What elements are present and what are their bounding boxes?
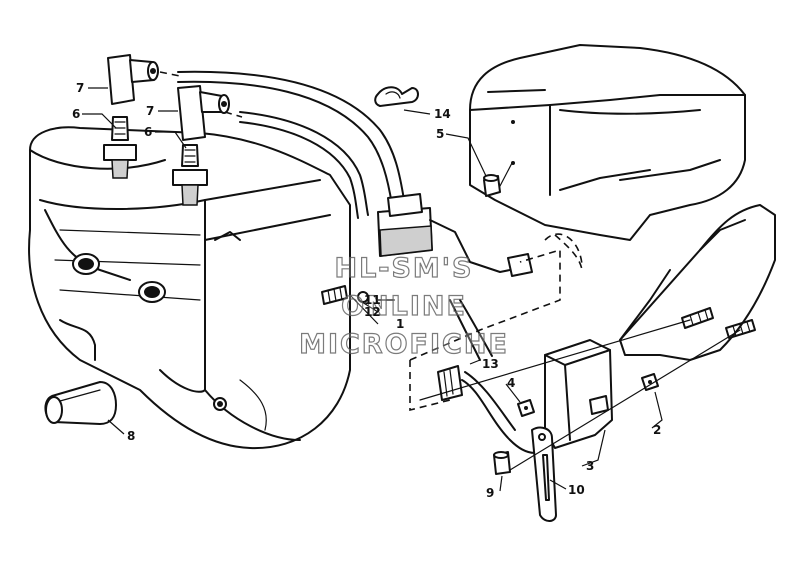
engine-block (28, 126, 351, 450)
callout-7-left: 7 (76, 81, 85, 95)
cap-nut-9 (493, 451, 511, 475)
air-box-cover (469, 44, 746, 271)
high-tension-wires (159, 70, 405, 219)
callout-10: 10 (568, 483, 585, 497)
spacer-sleeve (44, 381, 117, 425)
callout-1: 1 (396, 317, 405, 331)
ignition-coil (377, 193, 533, 361)
plug-cap-right (177, 85, 230, 141)
callout-7-right: 7 (146, 104, 155, 118)
callout-6-left: 6 (72, 107, 81, 121)
mounting-strap (531, 426, 557, 522)
callout-8: 8 (127, 429, 136, 443)
chassis-bracket (619, 204, 776, 361)
coil-screw (321, 285, 369, 305)
plug-cap-left (107, 54, 159, 105)
cdi-mount-plate (409, 233, 583, 412)
callout-5: 5 (436, 127, 445, 141)
callout-3: 3 (586, 459, 595, 473)
callout-14: 14 (434, 107, 451, 121)
watermark-line-2: ONLINE (340, 291, 467, 322)
wire-clip (374, 86, 419, 107)
spark-plug-left (103, 116, 137, 179)
nut-4 (517, 399, 535, 417)
wiring-harness (437, 365, 541, 454)
callout-2: 2 (653, 423, 662, 437)
callout-13: 13 (482, 357, 499, 371)
grommet (483, 162, 513, 197)
watermark-line-3: MICROFICHE (298, 329, 509, 360)
spark-plug-right (172, 144, 208, 206)
nut-2 (641, 373, 659, 391)
callout-4: 4 (507, 376, 516, 390)
callout-6-right: 6 (144, 125, 153, 139)
callout-9: 9 (486, 486, 495, 500)
callout-leaders (82, 87, 663, 492)
watermark-line-1: HL-SM'S (334, 253, 474, 284)
callout-11: 11 (364, 293, 381, 307)
callout-12: 12 (364, 305, 381, 319)
